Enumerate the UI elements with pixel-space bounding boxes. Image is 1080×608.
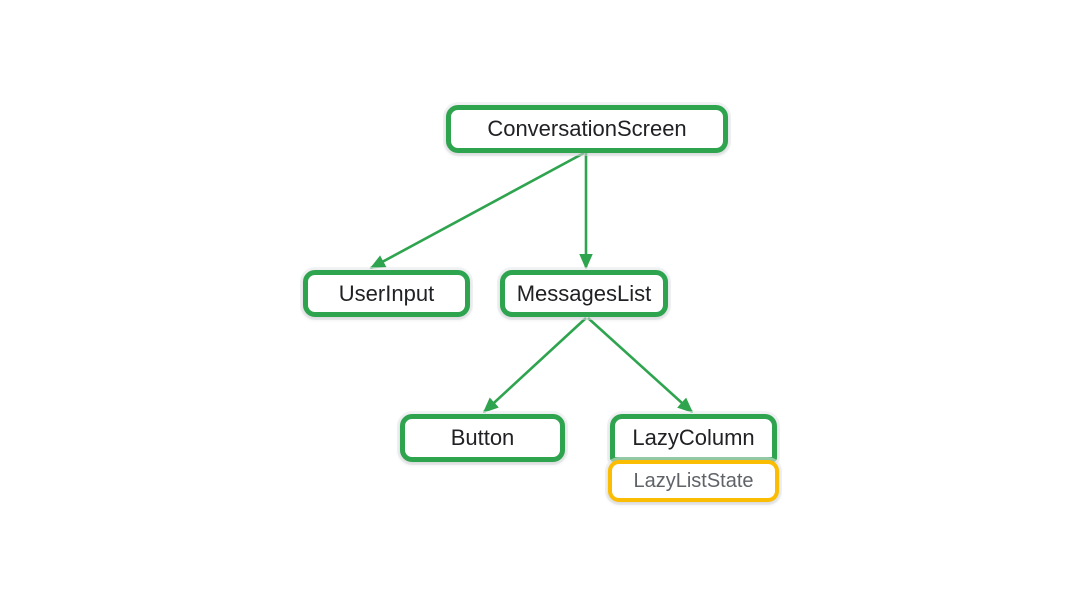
node-label-lazy-list-state: LazyListState — [633, 470, 754, 492]
edge-messages-list-button — [482, 317, 587, 414]
node-conversation-screen[interactable]: ConversationScreen — [446, 105, 728, 153]
node-button[interactable]: Button — [400, 414, 565, 462]
node-user-input[interactable]: UserInput — [303, 270, 470, 317]
node-label-lazy-column: LazyColumn — [632, 425, 755, 450]
edge-messages-list-lazy-column — [587, 317, 694, 414]
node-label-conversation-screen: ConversationScreen — [487, 116, 687, 141]
edge-conversation-user-input — [369, 151, 585, 270]
node-label-messages-list: MessagesList — [516, 280, 652, 306]
node-messages-list[interactable]: MessagesList — [500, 270, 668, 317]
node-lazy-column[interactable]: LazyColumn — [610, 414, 777, 462]
node-label-user-input: UserInput — [338, 280, 435, 306]
node-lazy-list-state[interactable]: LazyListState — [608, 460, 779, 502]
node-label-button: Button — [450, 425, 515, 450]
